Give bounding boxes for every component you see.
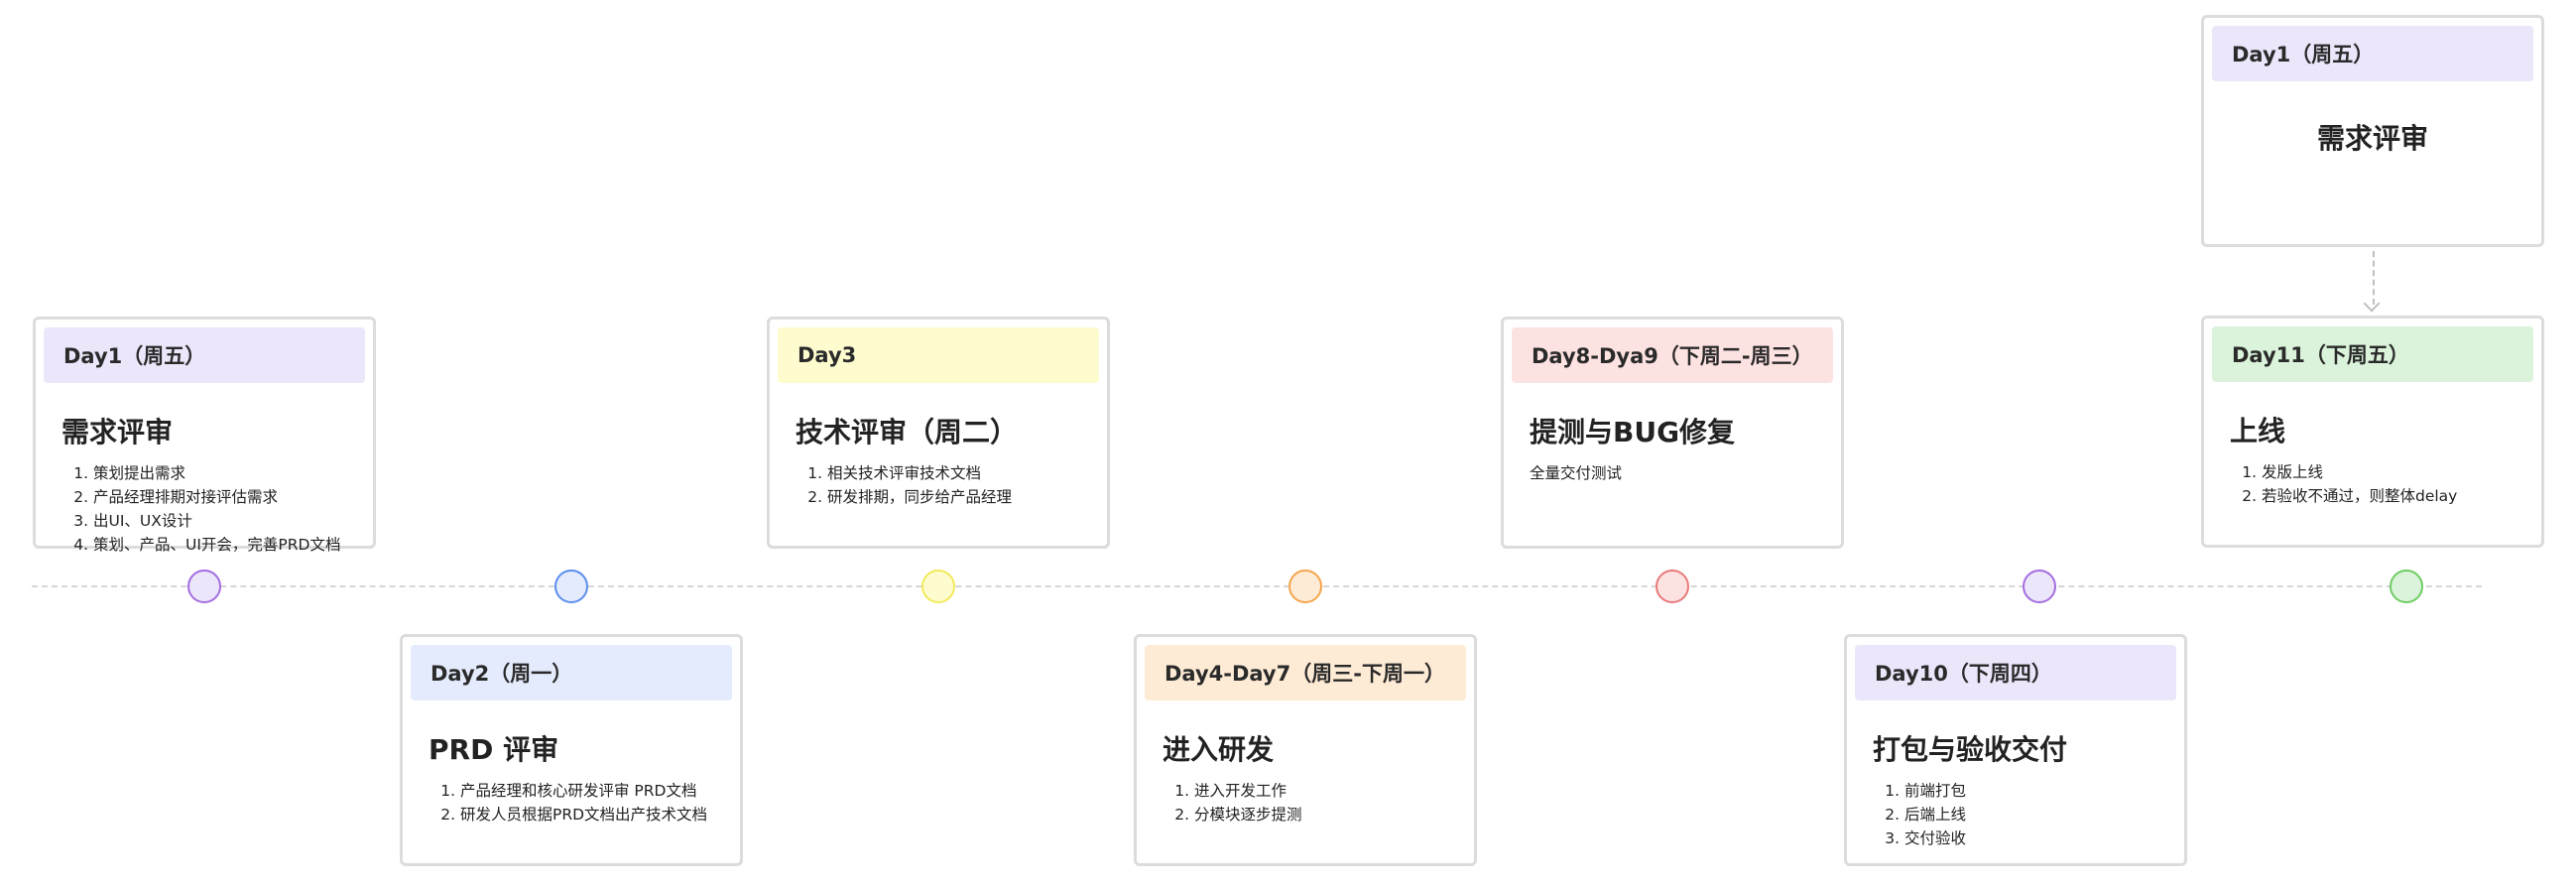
list-item: 出UI、UX设计: [93, 509, 340, 533]
card-title: 进入研发: [1163, 733, 1275, 766]
list-item: 研发排期，同步给产品经理: [827, 485, 1012, 509]
timeline-dot-4: [1288, 570, 1322, 603]
timeline-card-day11: Day11（下周五） 上线 发版上线 若验收不通过，则整体delay: [2201, 316, 2544, 548]
card-header-label: Day4-Day7（周三-下周一）: [1165, 662, 1445, 686]
card-header: Day10（下周四）: [1855, 645, 2176, 700]
arrow-down-icon: [2363, 295, 2381, 313]
list-item: 发版上线: [2262, 460, 2457, 484]
card-header: Day2（周一）: [411, 645, 732, 700]
list-item: 策划、产品、UI开会，完善PRD文档: [93, 533, 340, 557]
timeline-dot-6: [2023, 570, 2056, 603]
card-title: 需求评审: [61, 416, 174, 448]
list-item: 交付验收: [1904, 826, 1966, 850]
timeline-card-day3: Day3 技术评审（周二） 相关技术评审技术文档 研发排期，同步给产品经理: [767, 317, 1110, 549]
timeline-card-day8-day9: Day8-Dya9（下周二-周三） 提测与BUG修复 全量交付测试: [1501, 317, 1844, 549]
card-list: 产品经理和核心研发评审 PRD文档 研发人员根据PRD文档出产技术文档: [429, 779, 707, 826]
timeline-card-day4-day7: Day4-Day7（周三-下周一） 进入研发 进入开发工作 分模块逐步提测: [1134, 634, 1477, 866]
list-item: 产品经理排期对接评估需求: [93, 485, 340, 509]
timeline-card-day1: Day1（周五） 需求评审 策划提出需求 产品经理排期对接评估需求 出UI、UX…: [33, 317, 376, 554]
list-item: 进入开发工作: [1194, 779, 1302, 803]
timeline-dot-1: [187, 570, 221, 603]
timeline-dot-3: [921, 570, 955, 603]
card-list: 前端打包 后端上线 交付验收: [1873, 779, 1966, 850]
top-card-header-label: Day1（周五）: [2232, 43, 2375, 66]
card-header-label: Day8-Dya9（下周二-周三）: [1532, 344, 1813, 368]
list-item: 前端打包: [1904, 779, 1966, 803]
top-card-header: Day1（周五）: [2212, 26, 2533, 81]
card-header-label: Day1（周五）: [63, 344, 206, 368]
card-title: PRD 评审: [429, 733, 559, 766]
card-title: 技术评审（周二）: [796, 416, 1019, 448]
card-header-label: Day11（下周五）: [2232, 343, 2409, 367]
top-card-requirement-review: Day1（周五） 需求评审: [2201, 15, 2544, 247]
card-title: 上线: [2230, 415, 2286, 447]
card-header: Day4-Day7（周三-下周一）: [1145, 645, 1466, 700]
timeline-dot-7: [2390, 570, 2423, 603]
card-header: Day8-Dya9（下周二-周三）: [1512, 327, 1833, 383]
top-card-connector: [2373, 251, 2375, 305]
timeline-dot-2: [554, 570, 588, 603]
timeline-card-day2: Day2（周一） PRD 评审 产品经理和核心研发评审 PRD文档 研发人员根据…: [400, 634, 743, 866]
top-card-title: 需求评审: [2316, 122, 2428, 155]
card-list: 策划提出需求 产品经理排期对接评估需求 出UI、UX设计 策划、产品、UI开会，…: [61, 461, 340, 557]
card-list: 相关技术评审技术文档 研发排期，同步给产品经理: [796, 461, 1012, 509]
timeline-dot-5: [1656, 570, 1689, 603]
timeline-axis: [32, 585, 2482, 587]
card-text: 全量交付测试: [1530, 464, 1623, 482]
card-title: 提测与BUG修复: [1530, 416, 1736, 448]
card-header: Day1（周五）: [44, 327, 365, 383]
list-item: 分模块逐步提测: [1194, 803, 1302, 826]
list-item: 后端上线: [1904, 803, 1966, 826]
list-item: 若验收不通过，则整体delay: [2262, 484, 2457, 508]
card-header-label: Day3: [797, 343, 857, 367]
card-list: 发版上线 若验收不通过，则整体delay: [2230, 460, 2457, 508]
list-item: 产品经理和核心研发评审 PRD文档: [460, 779, 707, 803]
card-list: 进入开发工作 分模块逐步提测: [1163, 779, 1302, 826]
timeline-card-day10: Day10（下周四） 打包与验收交付 前端打包 后端上线 交付验收: [1844, 634, 2187, 866]
card-header-label: Day2（周一）: [430, 662, 573, 686]
list-item: 研发人员根据PRD文档出产技术文档: [460, 803, 707, 826]
card-header: Day3: [778, 327, 1099, 383]
card-title: 打包与验收交付: [1873, 733, 2068, 766]
card-header: Day11（下周五）: [2212, 326, 2533, 382]
list-item: 相关技术评审技术文档: [827, 461, 1012, 485]
card-header-label: Day10（下周四）: [1875, 662, 2052, 686]
list-item: 策划提出需求: [93, 461, 340, 485]
